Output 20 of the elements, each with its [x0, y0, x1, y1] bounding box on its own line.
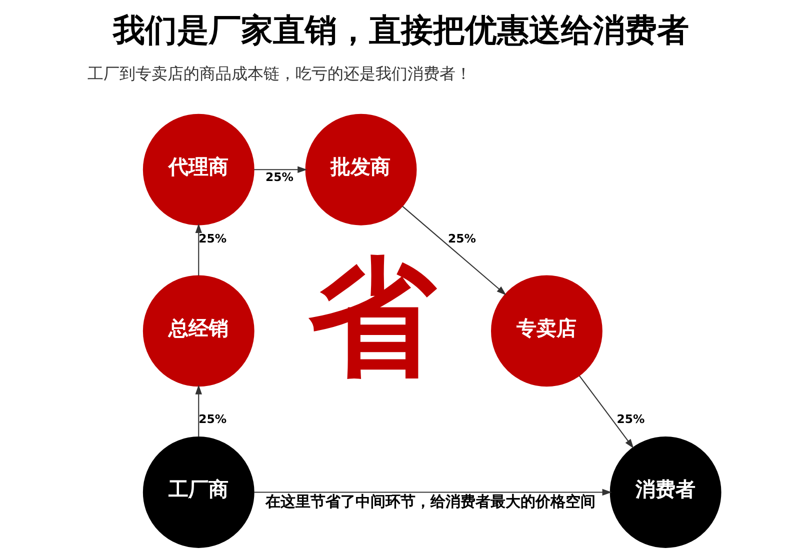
arrow — [254, 488, 612, 496]
arrow — [195, 223, 202, 276]
edge-label: 25% — [198, 232, 227, 246]
edge-label: 在这里节省了中间环节，给消费者最大的价格空间 — [265, 492, 596, 510]
node-circle: 批发商 — [305, 114, 417, 226]
node-circle: 工厂商 — [142, 436, 254, 548]
node-circle: 总经销 — [142, 275, 254, 387]
edge-label: 25% — [616, 412, 645, 426]
arrow — [254, 166, 308, 173]
label: 省 — [308, 244, 436, 393]
arrow — [195, 384, 202, 437]
arrow — [578, 375, 634, 449]
edge-label: 25% — [265, 170, 294, 184]
edge-label: 25% — [448, 232, 476, 246]
diagram-title: 我们是厂家直销，直接把优惠送给消费者 — [112, 11, 689, 50]
node-circle: 代理商 — [142, 114, 254, 226]
edge-label: 25% — [198, 412, 227, 426]
arrow — [402, 206, 506, 296]
node-circle: 专卖店 — [491, 275, 602, 387]
label: 工厂到专卖店的商品成本链，吃亏的还是我们消费者！ — [88, 64, 472, 83]
